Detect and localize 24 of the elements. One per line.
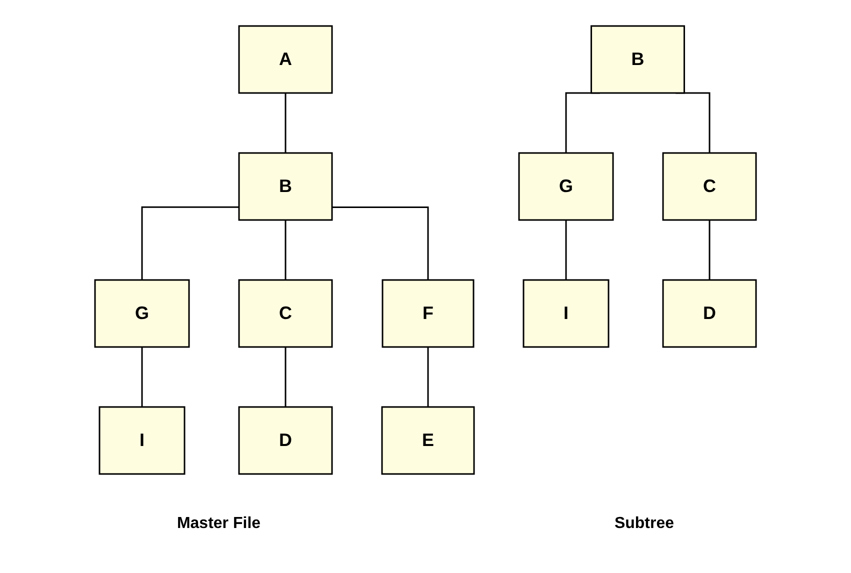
connector [332, 206, 429, 280]
node-box: G [94, 279, 190, 348]
node-box: D [662, 279, 757, 348]
tree-caption: Subtree [614, 515, 674, 533]
connector [565, 219, 567, 280]
connector [284, 92, 286, 153]
node-box: F [382, 279, 474, 348]
node-box: E [381, 406, 475, 475]
node-box: B [590, 25, 685, 94]
node-box: G [518, 152, 614, 221]
node-box: I [522, 279, 610, 348]
tree-caption: Master File [176, 515, 261, 533]
node-box: B [238, 152, 333, 221]
connector [284, 346, 286, 407]
connector [141, 346, 143, 407]
node-box: A [238, 25, 333, 94]
connector [284, 219, 286, 280]
connector [427, 346, 429, 407]
node-box: D [238, 406, 333, 475]
connector [141, 206, 239, 280]
node-box: I [98, 406, 186, 475]
node-box: C [238, 279, 333, 348]
node-box: C [662, 152, 757, 221]
connector [708, 219, 710, 280]
